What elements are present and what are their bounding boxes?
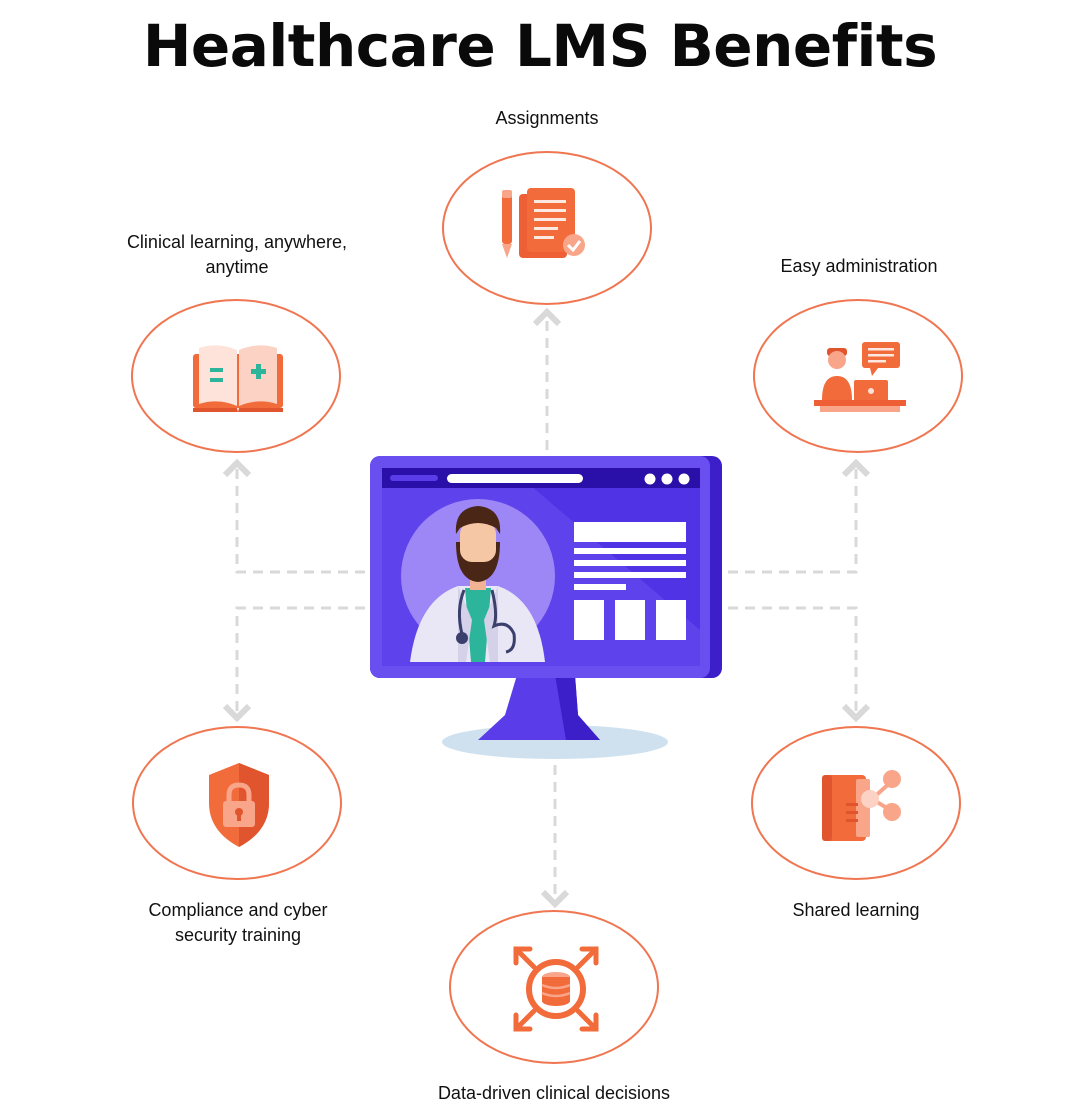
shield-lock-icon: [209, 763, 269, 847]
label-data-driven: Data-driven clinical decisions: [437, 1083, 671, 1103]
database-arrows-icon: [513, 946, 599, 1032]
node-clinical-learning: [131, 299, 341, 453]
node-compliance: [132, 726, 342, 880]
label-compliance: Compliance and cyber security training: [148, 900, 328, 945]
node-data-driven: [449, 910, 659, 1064]
label-shared-learning: Shared learning: [792, 900, 920, 920]
label-easy-administration: Easy administration: [780, 256, 938, 276]
page-title: Healthcare LMS Benefits: [142, 12, 938, 80]
connector-compliance: [222, 606, 365, 723]
connector-easy-administration: [728, 458, 871, 574]
label-assignments: Assignments: [495, 108, 599, 128]
document-pen-icon: [502, 188, 585, 258]
admin-at-laptop-icon: [814, 342, 906, 412]
node-easy-administration: [753, 299, 963, 453]
book-share-icon: [822, 770, 901, 841]
monitor-doctor-icon: [370, 456, 722, 759]
node-shared-learning: [751, 726, 961, 880]
node-assignments: [442, 151, 652, 305]
connector-shared-learning: [728, 606, 871, 723]
label-clinical-learning: Clinical learning, anywhere, anytime: [126, 232, 348, 277]
open-book-icon: [193, 345, 283, 412]
connector-clinical-learning: [222, 458, 365, 574]
